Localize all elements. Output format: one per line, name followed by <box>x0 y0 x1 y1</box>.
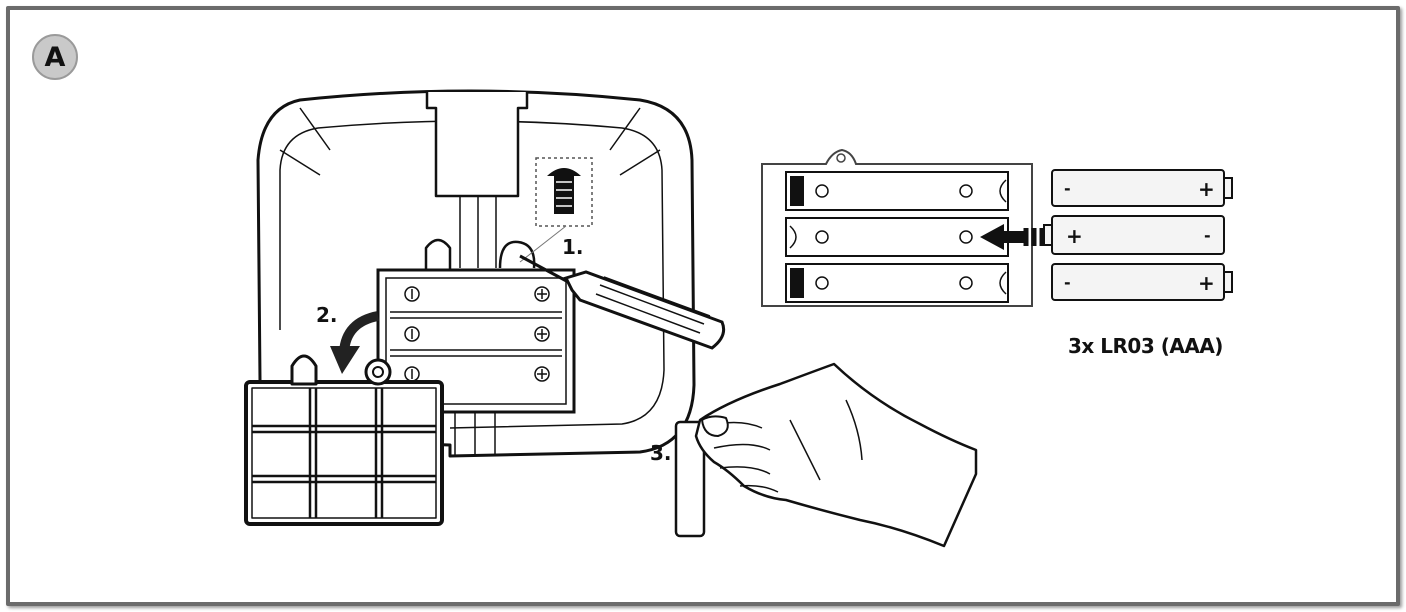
battery1-plus-label: + <box>1198 177 1215 201</box>
screw-icon <box>519 157 593 263</box>
arrow-head-icon <box>330 346 360 374</box>
battery2-minus-label: - <box>1204 226 1211 245</box>
hand-icon <box>674 362 978 548</box>
panel-badge: A <box>32 34 78 80</box>
battery-cover <box>244 354 444 526</box>
battery-spec-label: 3x LR03 (AAA) <box>1068 334 1223 358</box>
battery-holder <box>761 148 1061 307</box>
step-3-label: 3. <box>650 441 672 465</box>
battery1-minus-label: - <box>1064 179 1071 198</box>
step-1-label: 1. <box>562 235 584 259</box>
screwdriver-icon <box>519 254 726 350</box>
aaa-batteries <box>1043 169 1233 301</box>
battery3-plus-label: + <box>1198 271 1215 295</box>
battery2-plus-label: + <box>1066 224 1083 248</box>
battery3-minus-label: - <box>1064 273 1071 292</box>
step-2-label: 2. <box>316 303 338 327</box>
